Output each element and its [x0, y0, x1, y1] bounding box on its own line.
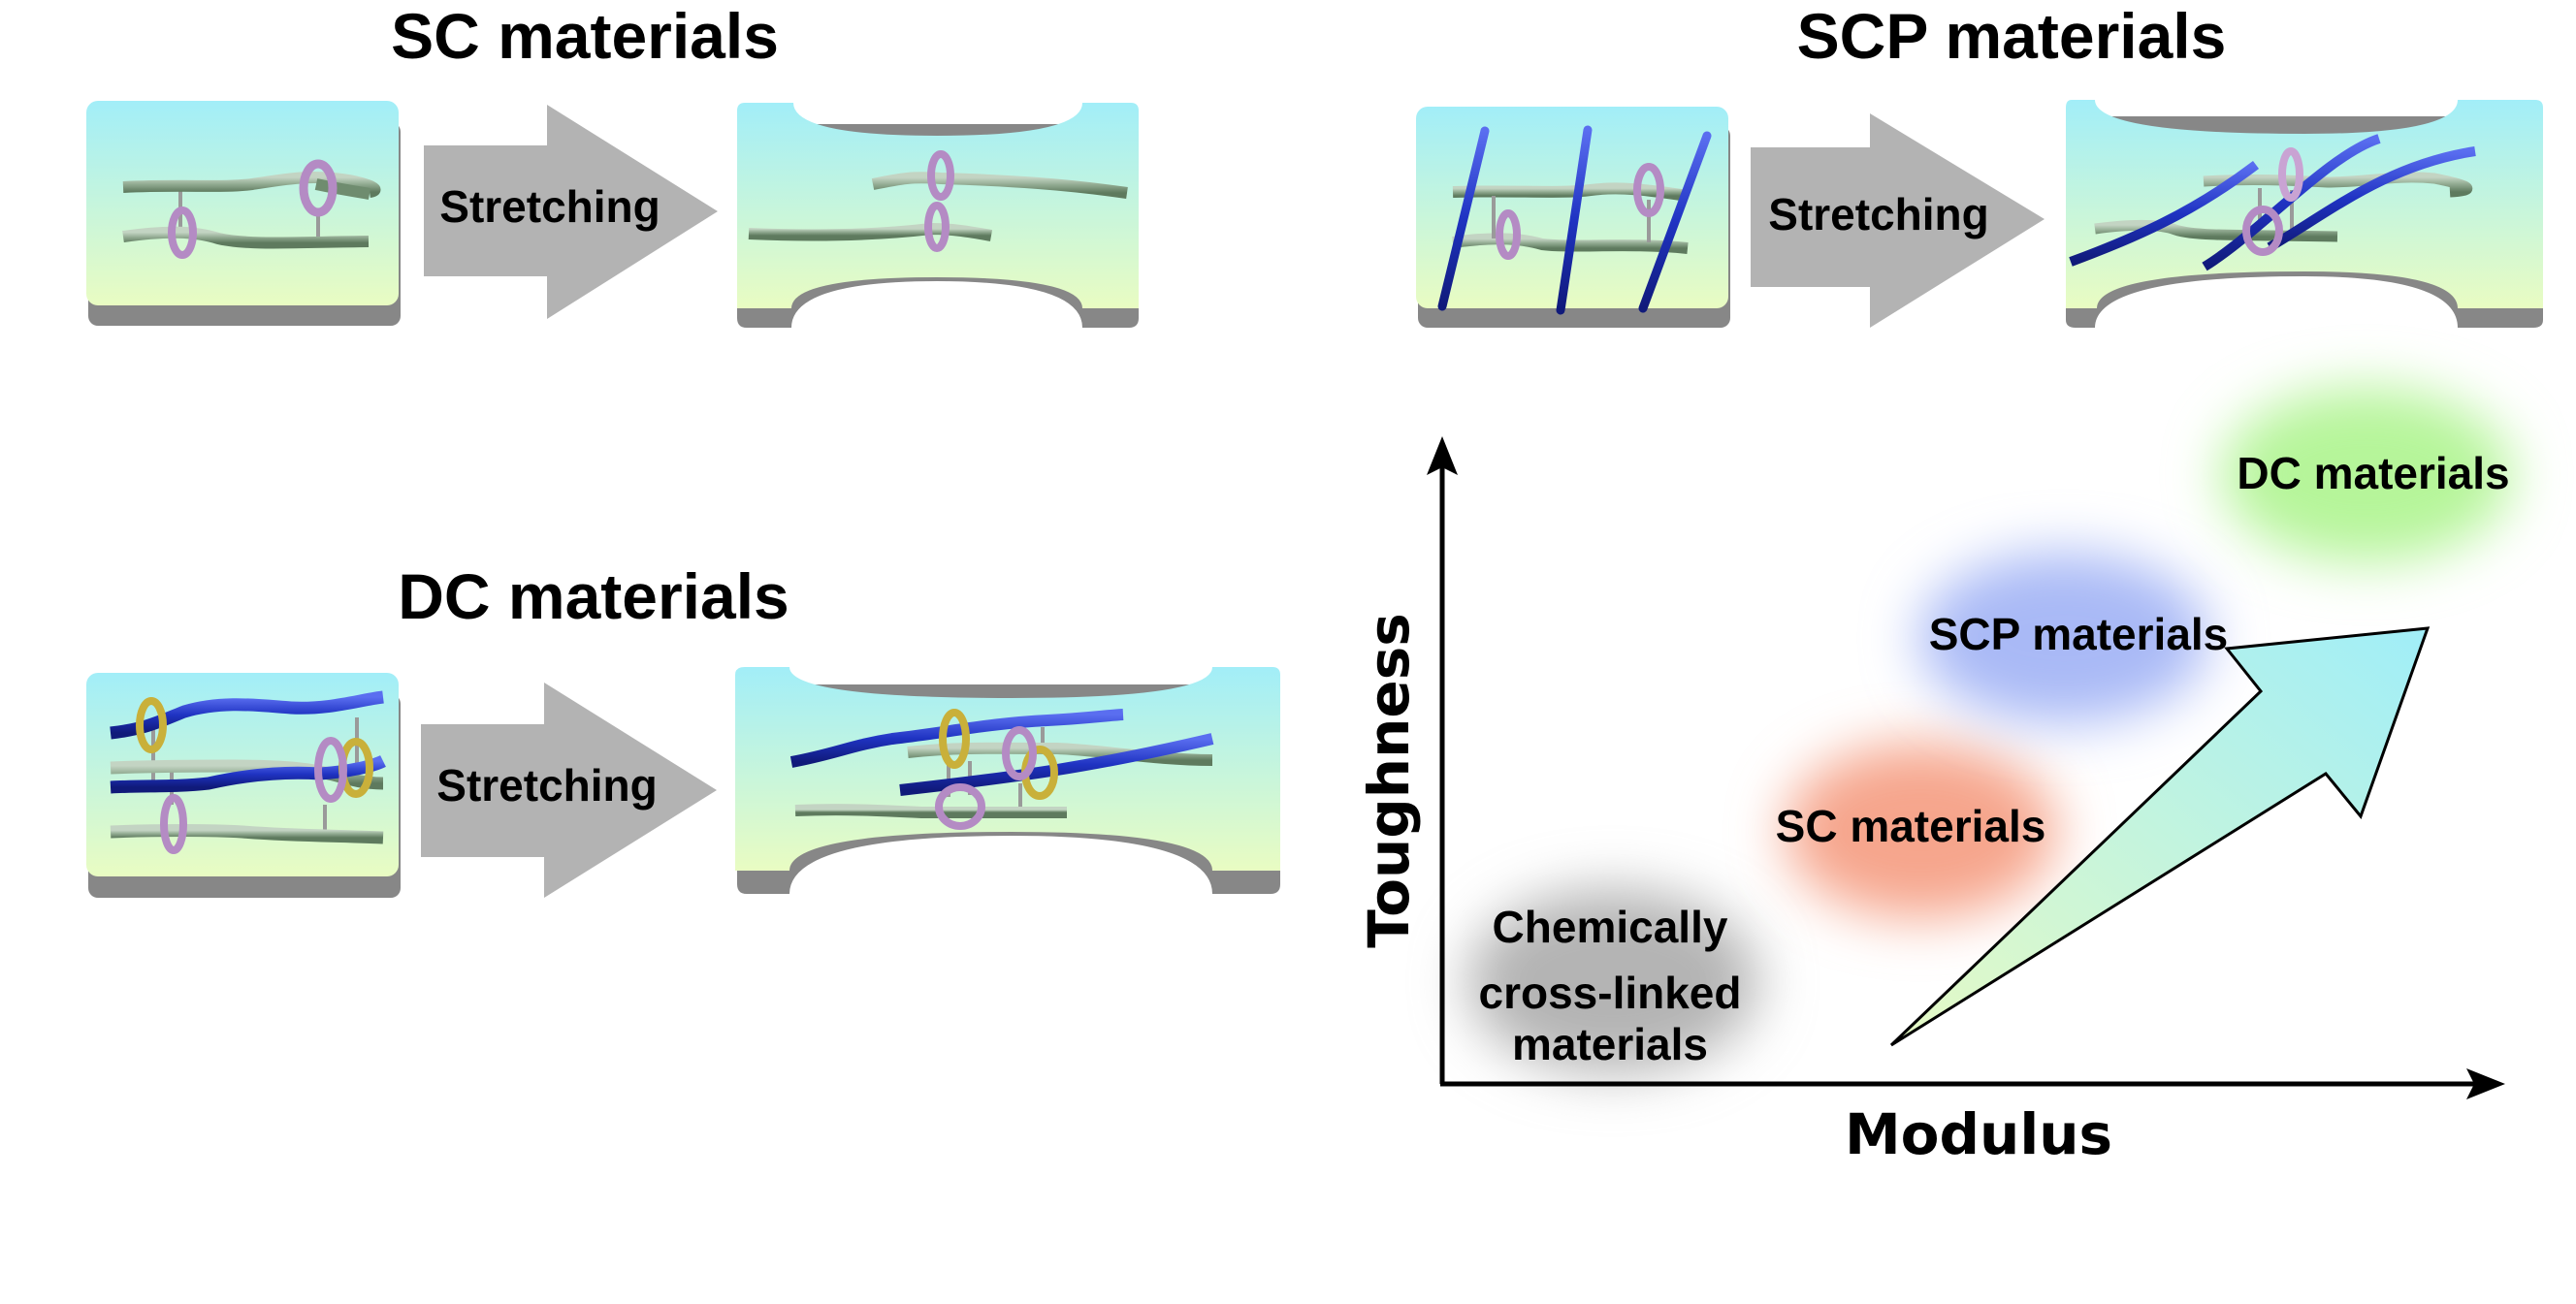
ring-purple: [160, 794, 187, 854]
label-dc: DC materials: [2237, 448, 2509, 498]
label-chemical-line1: Chemically: [1493, 902, 1728, 952]
sc-title: SC materials: [391, 0, 779, 72]
dc-panel-relaxed: [86, 673, 401, 898]
scp-stretch-label: Stretching: [1768, 189, 1988, 239]
y-axis-label: Toughness: [1356, 613, 1422, 947]
dc-section: DC materials Stretching: [86, 560, 1280, 898]
scp-title: SCP materials: [1797, 0, 2227, 72]
polymer-chain-green: [110, 824, 384, 844]
polymer-chain-green: [748, 222, 993, 241]
sc-panel-relaxed: [86, 101, 401, 326]
polymer-chain-blue: [110, 755, 386, 794]
arrow-shape: [1751, 113, 2045, 328]
polymer-chain-green: [2094, 219, 2338, 242]
dc-stretch-label: Stretching: [436, 760, 657, 811]
polymer-chain-blue: [1556, 125, 1593, 315]
polymer-chain-blue: [1638, 131, 1712, 313]
trend-arrow: [1889, 626, 2431, 1047]
x-axis-arrowhead: [2466, 1068, 2505, 1099]
panel-surface: [86, 101, 399, 305]
polymer-chain-green: [122, 226, 370, 249]
ring-purple: [2242, 206, 2283, 256]
sc-panel-stretched: [737, 103, 1139, 328]
polymer-chain-green: [314, 178, 371, 200]
label-chemical-line3: materials: [1512, 1019, 1708, 1069]
sc-stretch-label: Stretching: [439, 181, 660, 232]
polymer-chain-green: [794, 804, 1067, 819]
blob-dc: [2221, 388, 2512, 562]
ring-purple: [1002, 726, 1037, 780]
panel-surface: [2066, 100, 2543, 308]
arrow-shape: [421, 683, 717, 898]
dc-stretch-arrow: Stretching: [421, 683, 717, 898]
ring-purple: [314, 737, 347, 803]
scp-section: SCP materials Stretching: [1416, 0, 2543, 328]
ring-gold: [939, 709, 970, 769]
polymer-chain-blue: [110, 690, 384, 740]
dc-title: DC materials: [398, 560, 789, 632]
polymer-chain-green: [1452, 233, 1689, 254]
arrow-shape: [424, 105, 718, 319]
polymer-chain-blue: [2267, 146, 2476, 252]
blob-chemical: [1467, 889, 1758, 1073]
property-map: Modulus Toughness Chemically cross-linke…: [1356, 388, 2512, 1167]
ring-purple: [1496, 209, 1521, 260]
ring-purple: [1633, 163, 1664, 217]
polymer-chain-green: [110, 759, 384, 790]
scp-panel-relaxed: [1416, 107, 1730, 328]
scp-stretch-arrow: Stretching: [1751, 113, 2045, 328]
ring-purple: [2278, 147, 2303, 202]
ring-purple: [935, 783, 985, 830]
x-axis-label: Modulus: [1845, 1101, 2112, 1167]
ring-purple: [299, 159, 338, 217]
y-axis-arrowhead: [1427, 436, 1458, 475]
polymer-chain-green: [871, 172, 1128, 199]
polymer-chain-blue: [789, 709, 1124, 768]
polymer-chain-green: [907, 742, 1213, 766]
polymer-chain-green: [2203, 172, 2473, 198]
sc-stretch-arrow: Stretching: [424, 105, 718, 319]
ring-purple: [168, 207, 197, 259]
scp-panel-stretched: [2066, 100, 2543, 328]
label-sc: SC materials: [1776, 801, 2046, 851]
blob-scp: [1918, 553, 2209, 723]
polymer-chain-green: [122, 172, 381, 198]
polymer-chain-blue: [2069, 161, 2260, 267]
polymer-chain-blue: [1437, 126, 1490, 311]
label-scp: SCP materials: [1929, 609, 2229, 659]
ring-purple: [927, 150, 954, 201]
label-chemical-line2: cross-linked: [1479, 968, 1742, 1018]
polymer-chain-green: [1452, 182, 1689, 202]
ring-purple: [924, 202, 950, 252]
ring-gold: [136, 697, 167, 753]
blob-sc: [1785, 744, 2056, 918]
dc-panel-stretched: [735, 667, 1280, 894]
sc-section: SC materials Stretching: [86, 0, 1139, 328]
